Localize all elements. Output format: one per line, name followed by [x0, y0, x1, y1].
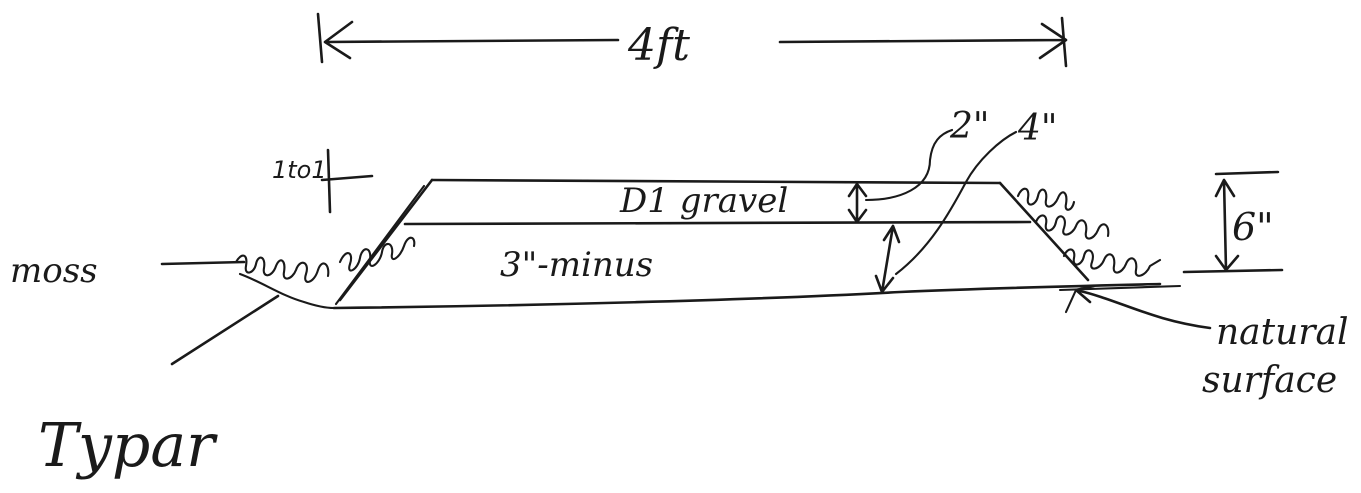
width-arrow-left: [323, 20, 620, 60]
moss-leader: [160, 260, 246, 266]
moss-slope-squiggle: [338, 236, 416, 272]
depth-top-line: [1214, 170, 1280, 176]
top-layer-arrow: [847, 182, 868, 224]
slope-callout: 1to1: [272, 148, 374, 214]
slope-label: 1to1: [272, 156, 327, 184]
depth-bottom-line: [1182, 268, 1284, 274]
natural-surface-callout: natural surface: [1064, 284, 1349, 401]
width-dimension: 4ft: [316, 12, 1068, 71]
base-thickness-label: 4": [1017, 108, 1057, 149]
gravel-top-line: [430, 178, 1002, 185]
depth-arrow: [1214, 178, 1240, 272]
right-tick: [1060, 16, 1068, 68]
left-tick: [316, 12, 324, 64]
slope-bracket: [320, 148, 374, 214]
depth-dimension: 6": [1182, 170, 1284, 274]
top-thickness-label: 2": [949, 106, 989, 147]
typar-label: Typar: [38, 411, 218, 481]
cross-section: [238, 178, 1182, 310]
natural-surface-tick: [1064, 288, 1078, 314]
typar-leader: [170, 294, 280, 366]
base-line: [332, 282, 1162, 310]
top-layer-leader: [864, 128, 954, 202]
moss-left-squiggle: [234, 254, 330, 283]
base-layer-label: 3"-minus: [500, 245, 653, 285]
layer-interface-line: [403, 220, 1032, 226]
natural-surface-arrow: [1074, 284, 1212, 330]
top-layer-label: D1 gravel: [619, 181, 788, 221]
right-side-slope: [998, 181, 1090, 282]
base-layer-arrow: [874, 224, 901, 294]
natural-surface-label-line1: natural: [1216, 312, 1349, 353]
layer-thickness-callouts: 2" 4": [847, 106, 1057, 294]
typar-callout: Typar: [38, 294, 280, 481]
natural-surface-label-line2: surface: [1202, 360, 1337, 401]
moss-right-squiggle: [1016, 187, 1162, 277]
depth-label: 6": [1232, 205, 1274, 249]
moss-squiggles: [234, 187, 1162, 283]
left-side-slope-double: [334, 184, 426, 306]
moss-callout: moss: [10, 251, 246, 291]
moss-label: moss: [10, 251, 98, 291]
width-arrow-right: [778, 22, 1068, 60]
left-side-slope: [338, 178, 434, 302]
width-label: 4ft: [627, 20, 690, 71]
natural-ground-left: [238, 272, 336, 310]
base-layer-leader: [894, 130, 1018, 276]
